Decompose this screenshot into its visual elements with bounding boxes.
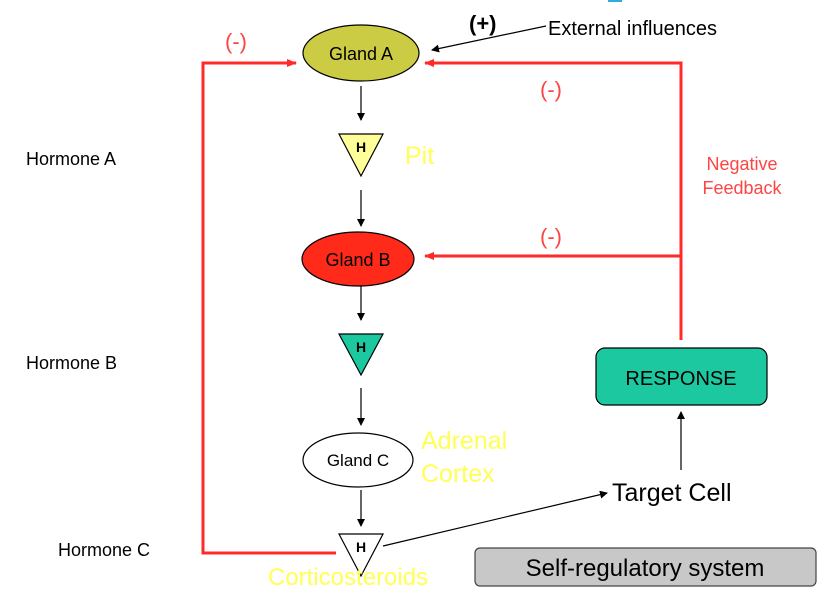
adrenal-label: Adrenal — [421, 427, 507, 455]
gland-b-label: Gland B — [325, 250, 390, 270]
gland-a-label: Gland A — [329, 44, 393, 64]
hormone-c-symbol: H — [356, 539, 366, 555]
hormone-b-symbol: H — [356, 339, 366, 355]
hormone-b-node: H — [337, 333, 385, 377]
hormone-a-side-label: Hormone A — [26, 149, 116, 169]
hormone-c-side-label: Hormone C — [58, 540, 150, 560]
feedback-line-top — [424, 59, 683, 340]
negative-sign-top: (-) — [540, 77, 562, 102]
feedback-label: Feedback — [702, 178, 782, 198]
negative-sign-left: (-) — [225, 29, 247, 54]
pit-label: Pit — [405, 142, 434, 170]
arrow-hormoneC-to-target — [382, 490, 608, 547]
gland-c-node: Gland C — [302, 432, 414, 488]
negative-label: Negative — [706, 154, 777, 174]
hormone-c-node: H — [338, 533, 384, 578]
target-cell-label: Target Cell — [612, 479, 732, 507]
gland-a-node: Gland A — [302, 24, 420, 82]
clipped-title-fragment — [608, 0, 622, 2]
cortex-label: Cortex — [421, 460, 495, 488]
response-label: RESPONSE — [625, 368, 736, 390]
positive-sign: (+) — [469, 11, 497, 36]
hormone-b-side-label: Hormone B — [26, 353, 117, 373]
banner-label: Self-regulatory system — [526, 555, 765, 582]
hormone-a-node: H — [338, 133, 384, 178]
response-node: RESPONSE — [595, 347, 768, 406]
external-influences-label: External influences — [548, 18, 717, 40]
gland-c-label: Gland C — [327, 451, 389, 470]
arrow-external-to-glandA — [431, 25, 547, 53]
hormone-a-symbol: H — [356, 139, 366, 155]
gland-b-node: Gland B — [301, 231, 415, 287]
feedback-line-left — [201, 59, 336, 555]
self-regulatory-banner: Self-regulatory system — [474, 547, 817, 587]
corticosteroids-label: Corticosteroids — [268, 564, 428, 591]
negative-sign-mid: (-) — [540, 224, 562, 249]
